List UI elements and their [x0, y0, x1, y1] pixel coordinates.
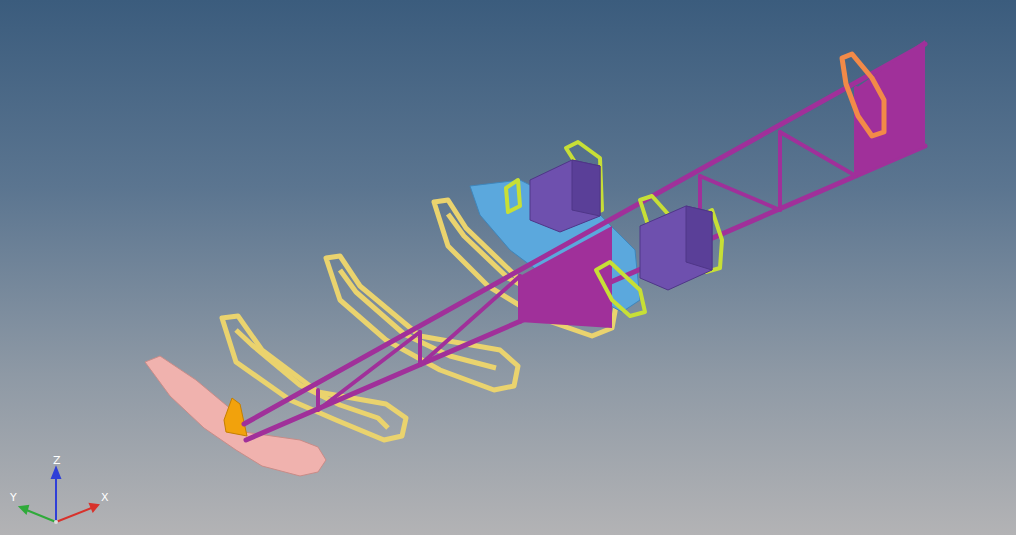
- axis-label: X: [101, 492, 109, 504]
- cabin-frames: [506, 142, 722, 316]
- axis-label: Y: [10, 492, 17, 504]
- keel-beam: [244, 44, 925, 440]
- tail-plate: [856, 40, 925, 176]
- nose-fitting: [224, 398, 247, 436]
- tail-frame: [842, 54, 884, 136]
- equipment-boxes: [530, 160, 712, 290]
- axis-label: Z: [53, 455, 61, 467]
- axis-triad: [20, 468, 98, 524]
